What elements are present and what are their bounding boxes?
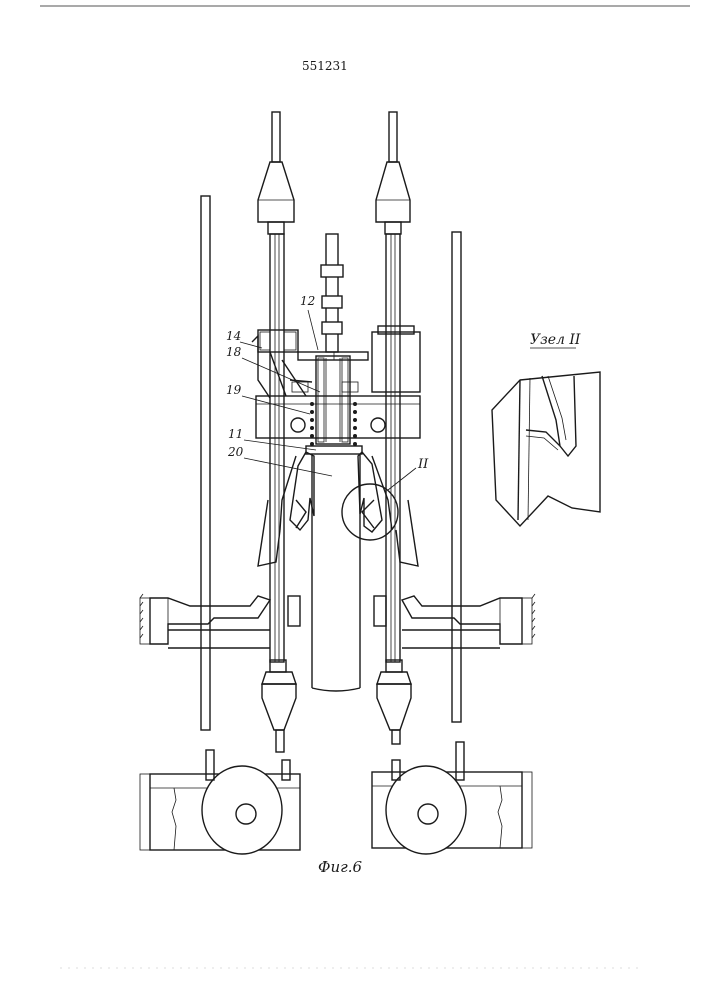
detail-title: Узел II [530, 332, 581, 348]
right-bracket [374, 594, 535, 648]
callout-18-label: 18 [226, 345, 242, 359]
left-bracket [140, 594, 300, 648]
callout-11-label: 11 [228, 427, 243, 441]
callout-14-label: 14 [226, 329, 241, 343]
detail-view-II [492, 372, 600, 526]
jaw-assembly [258, 446, 418, 691]
right-wheel-unit [372, 742, 532, 854]
left-wheel-unit [140, 750, 300, 854]
callout-19: 19 [226, 383, 310, 414]
left-rope-assembly [258, 112, 296, 752]
callout-20-label: 20 [227, 445, 244, 459]
callout-12-label: 12 [300, 294, 315, 308]
figure-caption: Фиг.6 [318, 858, 362, 876]
detail-marker: II [417, 457, 429, 472]
callout-20: 20 [227, 445, 332, 476]
patent-number: 551231 [302, 59, 348, 73]
callout-12: 12 [300, 294, 318, 350]
central-rope [321, 234, 343, 352]
left-guide-rail [201, 196, 210, 730]
callout-19-label: 19 [226, 383, 242, 397]
